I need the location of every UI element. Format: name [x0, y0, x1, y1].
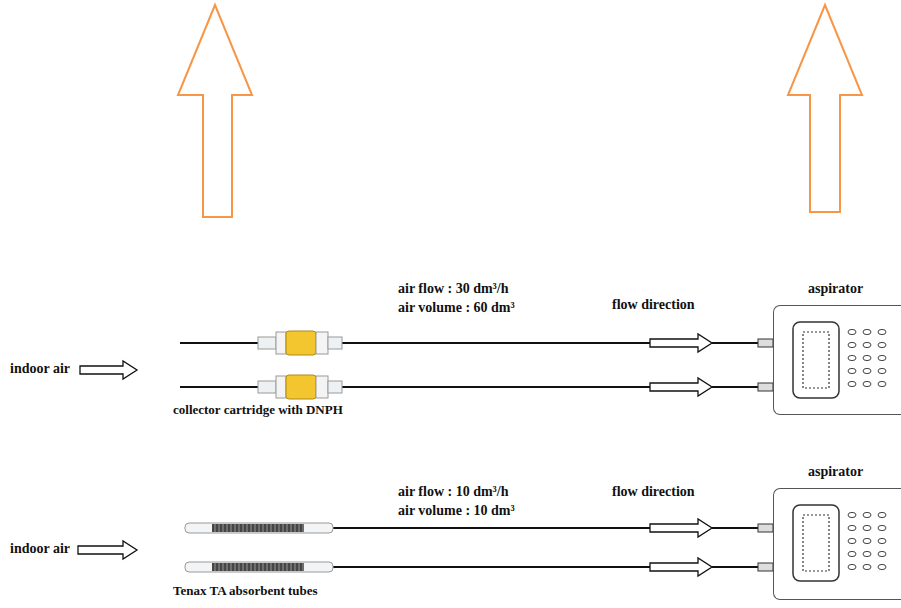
keypad-button — [848, 355, 856, 360]
orange-arrow — [788, 5, 862, 212]
dnph-cartridge — [258, 375, 342, 399]
flow-rate: air flow : 10 dm³/h — [398, 484, 509, 500]
aspirator-box: aspirator — [773, 305, 901, 415]
keypad-button — [878, 329, 886, 334]
keypad-button — [878, 525, 886, 530]
part-name: Tenax TA absorbent tubes — [173, 584, 318, 599]
orange-arrow — [178, 5, 252, 217]
flow-label: flow direction — [612, 297, 695, 313]
inlet-label: indoor air — [10, 361, 70, 377]
keypad-button — [878, 342, 886, 347]
keypad-button — [848, 342, 856, 347]
keypad-button — [863, 329, 871, 334]
air-volume: air volume : 10 dm³ — [398, 503, 515, 519]
device-label: aspirator — [808, 464, 863, 480]
keypad-button — [863, 342, 871, 347]
keypad-button — [878, 512, 886, 517]
flow-label: flow direction — [612, 484, 695, 500]
keypad-button — [863, 551, 871, 556]
keypad-button — [848, 564, 856, 569]
keypad-button — [878, 564, 886, 569]
keypad-button — [863, 355, 871, 360]
keypad-button — [878, 538, 886, 543]
keypad-button — [863, 368, 871, 373]
inlet-label: indoor air — [10, 541, 70, 557]
keypad-button — [848, 512, 856, 517]
tenax-tube — [185, 562, 333, 572]
device-label: aspirator — [808, 281, 863, 297]
aspirator-box: aspirator — [773, 488, 901, 600]
keypad-button — [848, 368, 856, 373]
flow-arrow — [78, 334, 712, 576]
keypad-button — [878, 551, 886, 556]
keypad-button — [848, 525, 856, 530]
aspirator-face — [793, 505, 886, 581]
dnph-cartridge — [258, 331, 342, 355]
keypad-button — [863, 564, 871, 569]
keypad-button — [848, 538, 856, 543]
part-name: collector cartridge with DNPH — [173, 403, 343, 418]
keypad-button — [878, 368, 886, 373]
keypad-button — [863, 538, 871, 543]
flow-rate: air flow : 30 dm³/h — [398, 281, 509, 297]
keypad-button — [848, 381, 856, 386]
keypad-button — [878, 381, 886, 386]
keypad-button — [848, 551, 856, 556]
keypad-button — [863, 525, 871, 530]
keypad-button — [863, 381, 871, 386]
keypad-button — [848, 329, 856, 334]
aspirator-face — [793, 322, 886, 398]
nozzle — [758, 339, 773, 571]
tubing — [180, 343, 760, 567]
air-volume: air volume : 60 dm³ — [398, 300, 515, 316]
tenax-tube — [185, 523, 333, 533]
keypad-button — [878, 355, 886, 360]
keypad-button — [863, 512, 871, 517]
